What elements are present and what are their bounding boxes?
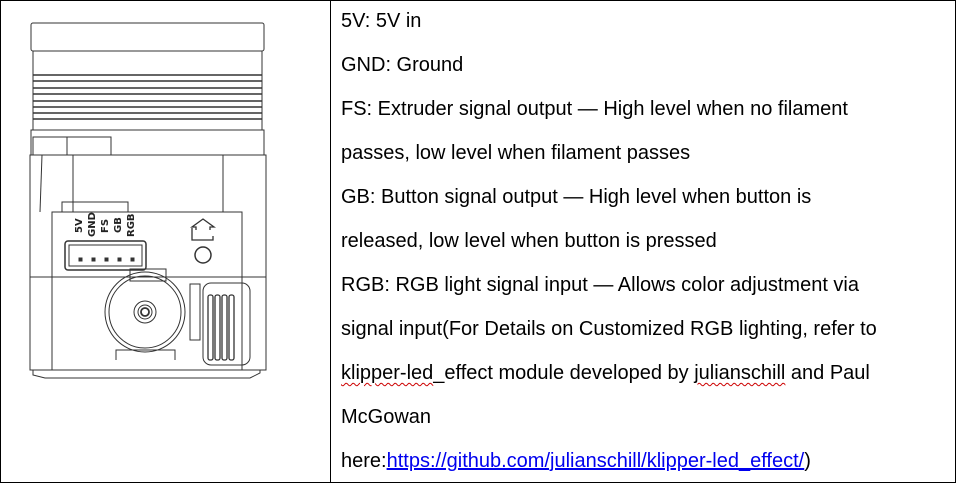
button-hole — [194, 246, 212, 264]
desc-fs-cont: passes, low level when filament passes — [341, 142, 691, 164]
spellcheck-word: julianschill — [694, 362, 786, 384]
spellcheck-word: klipper-led — [341, 362, 434, 384]
pin-labels: 5V GND FS GB RGB — [74, 212, 137, 237]
knob — [104, 271, 186, 353]
filament-sensor-drawing: 5V GND FS GB RGB — [0, 0, 330, 483]
desc-gb-cont: released, low level when button is press… — [341, 230, 717, 252]
pin-label-gb: GB — [113, 217, 124, 233]
pin-label-fs: FS — [100, 219, 111, 233]
desc-rgb-credit: klipper-led_effect module developed by j… — [341, 361, 870, 385]
pin-label-5v: 5V — [74, 218, 85, 233]
pin-label-rgb: RGB — [126, 213, 137, 237]
link-prefix: here: — [341, 450, 387, 472]
table-column-divider — [330, 0, 331, 483]
desc-rgb-cont: signal input(For Details on Customized R… — [341, 318, 877, 340]
desc-gnd: GND: Ground — [341, 54, 464, 76]
desc-fs: FS: Extruder signal output — High level … — [341, 97, 848, 121]
github-link[interactable]: https://github.com/julianschill/klipper-… — [386, 450, 805, 472]
lever — [202, 282, 251, 366]
link-suffix: ) — [804, 450, 811, 472]
desc-rgb-link-line: here:https://github.com/julianschill/kli… — [341, 449, 811, 473]
desc-5v: 5V: 5V in — [341, 10, 422, 32]
desc-gb: GB: Button signal output — High level wh… — [341, 186, 812, 208]
credit-text-end: and Paul — [785, 362, 870, 384]
upload-icon — [190, 218, 216, 241]
pin-label-gnd: GND — [87, 212, 98, 237]
desc-rgb: RGB: RGB light signal input — Allows col… — [341, 274, 859, 296]
credit-text: _effect module developed by — [433, 362, 695, 384]
desc-rgb-author: McGowan — [341, 406, 432, 428]
desc-fs-text: FS: Extruder signal output — High level … — [341, 98, 848, 120]
